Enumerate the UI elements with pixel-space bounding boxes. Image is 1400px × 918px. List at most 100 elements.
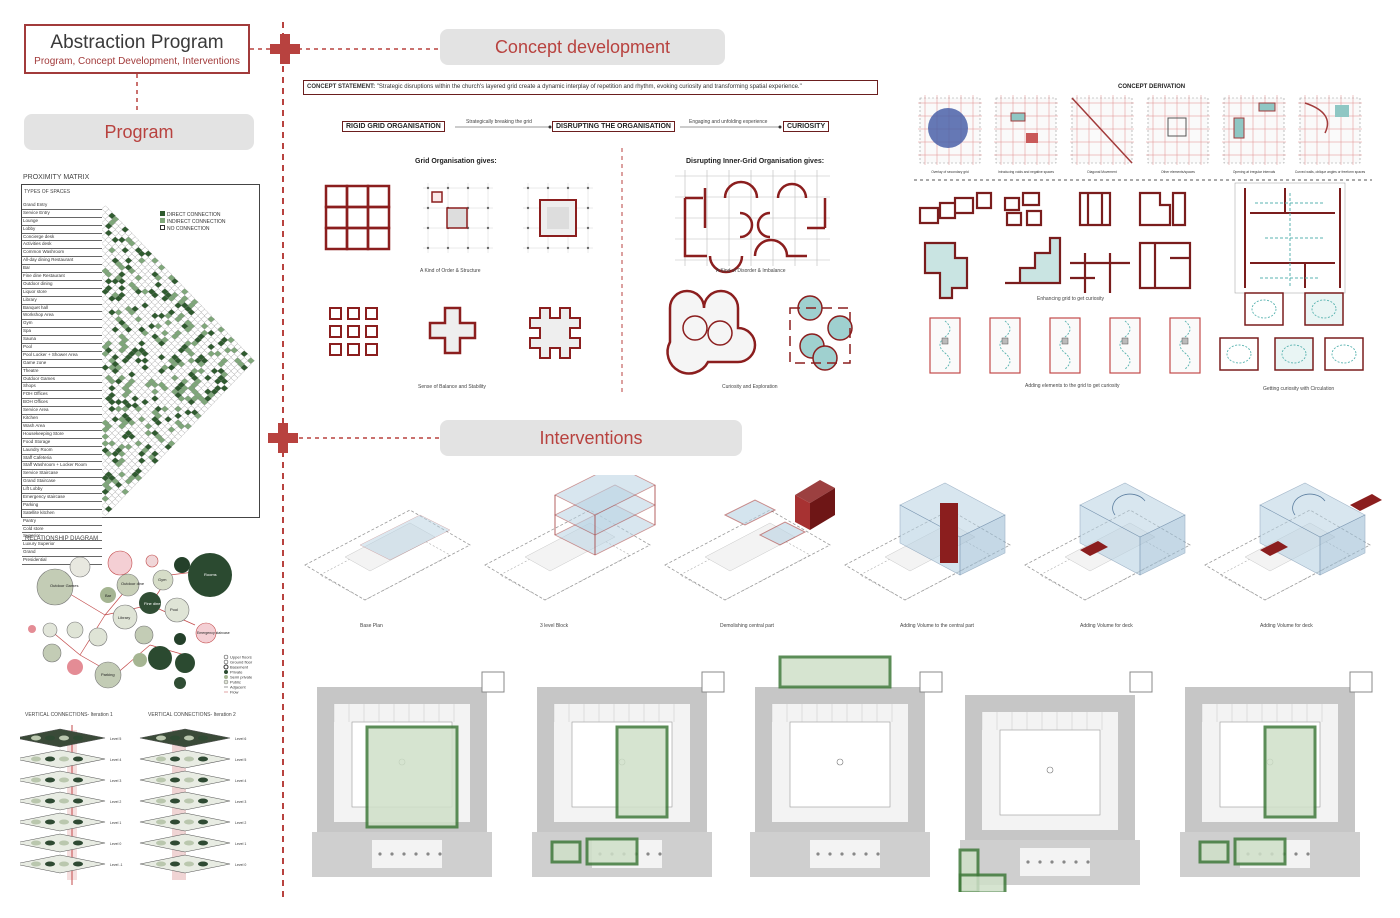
level-bubble bbox=[170, 861, 180, 867]
curiosity-ring bbox=[682, 315, 708, 341]
matrix-row-label: Pool bbox=[22, 344, 102, 352]
elements-path bbox=[1059, 320, 1071, 370]
grid-square-small bbox=[431, 191, 443, 203]
level-bubble bbox=[170, 840, 180, 846]
derivation-plan bbox=[995, 97, 1057, 164]
matrix-row-label: Lift Lobby bbox=[22, 486, 102, 494]
balance-square bbox=[329, 325, 342, 338]
matrix-row-label: Library bbox=[22, 297, 102, 305]
level-label: Level 4 bbox=[110, 758, 121, 762]
level-bubble bbox=[198, 777, 208, 783]
elements-frame bbox=[1169, 317, 1201, 374]
level-bubble bbox=[31, 819, 41, 825]
level-label: Level 5 bbox=[235, 758, 246, 762]
grid-cell bbox=[366, 184, 391, 209]
curiosity-ring bbox=[707, 320, 733, 346]
curiosity-circle bbox=[827, 315, 853, 341]
matrix-row-label: Food Storage bbox=[22, 439, 102, 447]
axo-deck bbox=[1080, 541, 1108, 556]
matrix-row-label: Outdoor dining bbox=[22, 281, 102, 289]
level-bubble bbox=[73, 798, 83, 804]
level-bubble bbox=[59, 798, 69, 804]
axo-demolished bbox=[810, 488, 835, 530]
proximity-title: PROXIMITY MATRIX bbox=[23, 174, 90, 181]
flow-arrow-2-label: Engaging and unfolding experience bbox=[689, 119, 768, 125]
axo-base bbox=[844, 509, 1011, 601]
bubble-library: Library bbox=[118, 615, 130, 620]
matrix-row-label: Outdoor Games bbox=[22, 376, 102, 384]
vertical-title-2: VERTICAL CONNECTIONS- Iteration 2 bbox=[148, 712, 236, 718]
grid-cap-balance: Sense of Balance and Stability bbox=[418, 384, 486, 390]
matrix-row-label: Concierge desk bbox=[22, 234, 102, 242]
matrix-row-label: Activities desk bbox=[22, 241, 102, 250]
level-label: Level 1 bbox=[110, 821, 121, 825]
plan-column bbox=[402, 852, 406, 856]
circ-room bbox=[1244, 292, 1284, 326]
disorder-walls bbox=[683, 180, 827, 274]
axo-step bbox=[1024, 482, 1191, 601]
grid-cell bbox=[345, 184, 370, 209]
balance-square bbox=[365, 325, 378, 338]
matrix-row-label: Pantry bbox=[22, 518, 102, 526]
level-bubble bbox=[156, 735, 166, 741]
floor-plan bbox=[532, 671, 725, 877]
curiosity-circle bbox=[812, 345, 838, 371]
grid-shape-enhanced bbox=[1070, 253, 1130, 293]
level-label: Level 5 bbox=[110, 737, 121, 741]
plan-column bbox=[1306, 852, 1310, 856]
level-bubble bbox=[45, 756, 55, 762]
level-label: Level 0 bbox=[235, 863, 246, 867]
level-label: Level 6 bbox=[235, 737, 246, 741]
plan-intervention bbox=[615, 725, 669, 819]
grid-shape-enhanced bbox=[1005, 236, 1062, 285]
plan-column bbox=[1050, 860, 1054, 864]
grid-shape bbox=[1078, 191, 1112, 227]
circ-room bbox=[1274, 337, 1314, 371]
plan-column bbox=[876, 852, 880, 856]
level-bubble bbox=[170, 756, 180, 762]
matrix-row-label: Staff Cafeteria bbox=[22, 455, 102, 463]
circ-loop bbox=[1251, 299, 1277, 319]
floor-plan bbox=[958, 671, 1153, 892]
plan-nave bbox=[810, 840, 880, 868]
grid-square-inner bbox=[547, 207, 569, 229]
level-bubble bbox=[156, 756, 166, 762]
level-bubble bbox=[59, 735, 69, 741]
derivation-caption: Overlay of secondary grid bbox=[931, 170, 969, 174]
svg-text:Upper floors: Upper floors bbox=[230, 655, 252, 660]
level-bubble bbox=[170, 798, 180, 804]
relationship-title: RELATIONSHIP DIAGRAM bbox=[25, 536, 99, 542]
svg-text:Adjacent: Adjacent bbox=[230, 685, 246, 690]
plan-column bbox=[646, 852, 650, 856]
level-bubble bbox=[31, 840, 41, 846]
level-bubble bbox=[198, 756, 208, 762]
level-label: Level 0 bbox=[110, 842, 121, 846]
axo-deck-extra bbox=[1350, 494, 1382, 511]
matrix-row-label: Luxury Superior bbox=[22, 541, 102, 550]
cross-marker-mid bbox=[268, 423, 298, 453]
plan-column bbox=[828, 852, 832, 856]
derivation-caption: Introducing voids and negative spaces bbox=[998, 170, 1054, 174]
level-bubble bbox=[184, 756, 194, 762]
level-bubble bbox=[156, 861, 166, 867]
matrix-row-label: All-day dining Restaurant bbox=[22, 257, 102, 266]
cross-marker-top bbox=[270, 34, 300, 64]
derivation-top-row: Overlay of secondary grid Introducing voi… bbox=[918, 95, 1366, 174]
svg-text:Private: Private bbox=[230, 670, 243, 675]
axo-demolished bbox=[795, 495, 810, 530]
svg-text:Public: Public bbox=[230, 680, 241, 685]
level-bubble bbox=[184, 840, 194, 846]
level-bubble bbox=[45, 861, 55, 867]
balance-square bbox=[347, 325, 360, 338]
plan-column bbox=[378, 852, 382, 856]
derivation-curve-block bbox=[1335, 105, 1349, 117]
level-bubble bbox=[59, 819, 69, 825]
floor-plan bbox=[750, 655, 943, 877]
axo-base bbox=[484, 509, 651, 601]
plan-column bbox=[414, 852, 418, 856]
grid-cell bbox=[366, 205, 391, 230]
grid-square-large bbox=[446, 207, 468, 229]
